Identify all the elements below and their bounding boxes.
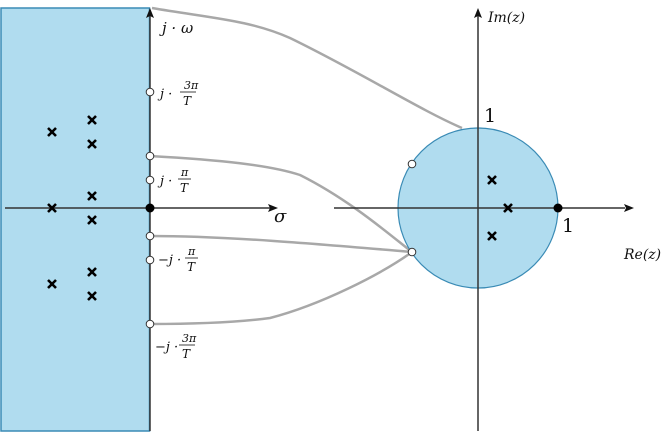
mapping-curve-pi-to-z	[149, 154, 413, 253]
label-numerator: 3π	[184, 79, 199, 92]
s-plane-axis-markers	[145, 87, 155, 329]
z-open-marker-lower	[407, 247, 417, 257]
label-denominator: T	[182, 347, 191, 361]
z-open-marker-upper	[407, 159, 417, 169]
label-denominator: T	[183, 94, 192, 108]
open-marker-neg-2pi	[145, 231, 155, 241]
pole-x-mark	[87, 291, 97, 301]
label-prefix: −j ·	[155, 340, 178, 355]
label-prefix: −j ·	[158, 253, 181, 268]
mapping-curves	[149, 6, 463, 326]
j-omega-axis-arrow-icon	[146, 8, 154, 18]
origin-marker-s-plane	[145, 203, 155, 213]
pole-x-mark	[487, 231, 497, 241]
pole-x-mark	[87, 191, 97, 201]
mapping-curve-neg-3pi-to-z	[149, 250, 413, 326]
pole-x-mark	[47, 127, 57, 137]
open-marker-pi	[145, 175, 155, 185]
unit-label-im: 1	[484, 105, 496, 127]
label-neg-j-3pi-over-T: −j · 3π T	[155, 332, 197, 361]
pole-x-mark	[503, 203, 513, 213]
re-label: Re(z)	[623, 247, 661, 263]
label-numerator: 3π	[182, 332, 197, 345]
label-numerator: π	[180, 166, 189, 179]
pole-x-mark	[87, 267, 97, 277]
pole-x-mark	[487, 175, 497, 185]
pole-x-mark	[47, 203, 57, 213]
j-omega-label: j · ω	[159, 19, 193, 37]
s-plane-poles	[47, 115, 97, 301]
re-axis-arrow-icon	[624, 204, 634, 212]
open-marker-2pi	[145, 151, 155, 161]
z-marker-unit	[553, 203, 563, 213]
label-denominator: T	[187, 260, 196, 274]
pole-x-mark	[87, 139, 97, 149]
label-j-3pi-over-T: j · 3π T	[157, 79, 199, 108]
open-marker-3pi	[145, 87, 155, 97]
label-numerator: π	[187, 245, 196, 258]
s-plane-left-half-region	[0, 7, 151, 432]
label-j-pi-over-T: j · π T	[157, 166, 191, 195]
im-label: Im(z)	[487, 10, 525, 26]
pole-x-mark	[87, 115, 97, 125]
mapping-curve-neg-pi-to-z	[149, 234, 413, 254]
pole-x-mark	[47, 279, 57, 289]
label-denominator: T	[180, 181, 189, 195]
unit-label-re: 1	[562, 215, 574, 237]
label-neg-j-pi-over-T: −j · π T	[158, 245, 198, 274]
open-marker-neg-3pi	[145, 319, 155, 329]
open-marker-neg-pi	[145, 255, 155, 265]
pole-x-mark	[87, 215, 97, 225]
mapping-curve-omega-to-unit-top	[151, 6, 463, 130]
label-prefix: j ·	[157, 174, 172, 189]
im-axis-arrow-icon	[474, 8, 482, 18]
sigma-axis-arrow-icon	[268, 204, 278, 212]
z-plane-poles	[487, 175, 513, 241]
label-prefix: j ·	[157, 87, 172, 102]
sigma-label: σ	[274, 206, 287, 227]
